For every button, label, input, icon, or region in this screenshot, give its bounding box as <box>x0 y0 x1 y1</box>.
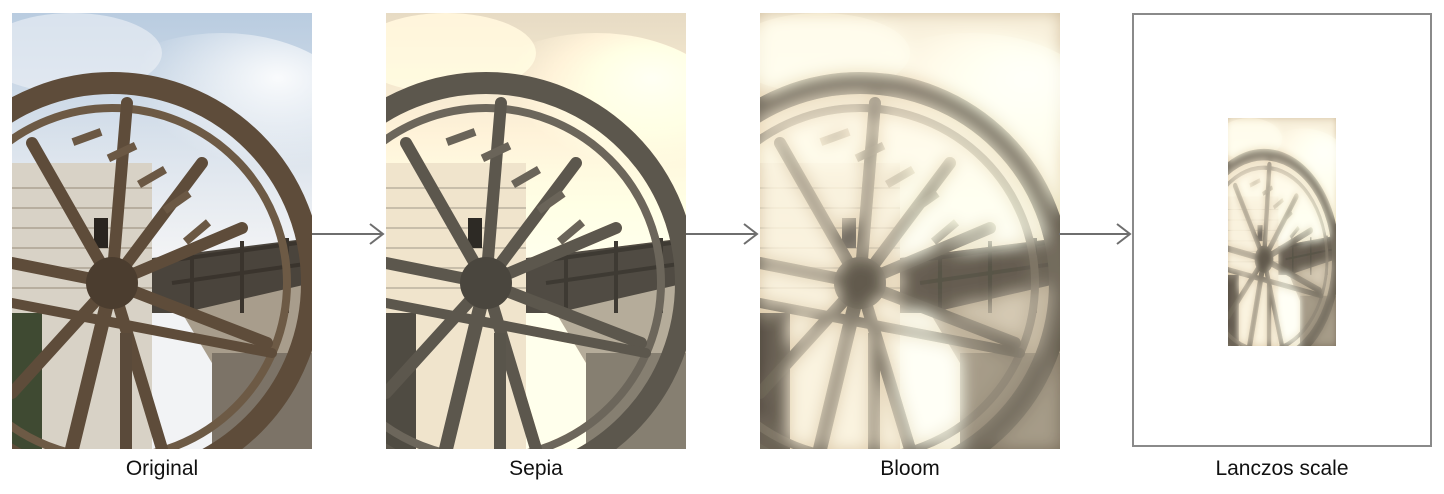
lanczos-scaled-image <box>1228 118 1336 346</box>
scaled-output-frame <box>1132 13 1432 447</box>
caption-bloom: Bloom <box>880 457 940 480</box>
caption-original: Original <box>125 457 199 480</box>
original-image <box>12 13 312 449</box>
right-arrow-icon <box>1059 222 1133 246</box>
bloom-image <box>760 13 1060 449</box>
right-arrow-icon <box>312 222 386 246</box>
sepia-image <box>386 13 686 449</box>
right-arrow-icon <box>686 222 760 246</box>
caption-lanczos-scale: Lanczos scale <box>1215 457 1349 480</box>
caption-sepia: Sepia <box>509 457 563 480</box>
